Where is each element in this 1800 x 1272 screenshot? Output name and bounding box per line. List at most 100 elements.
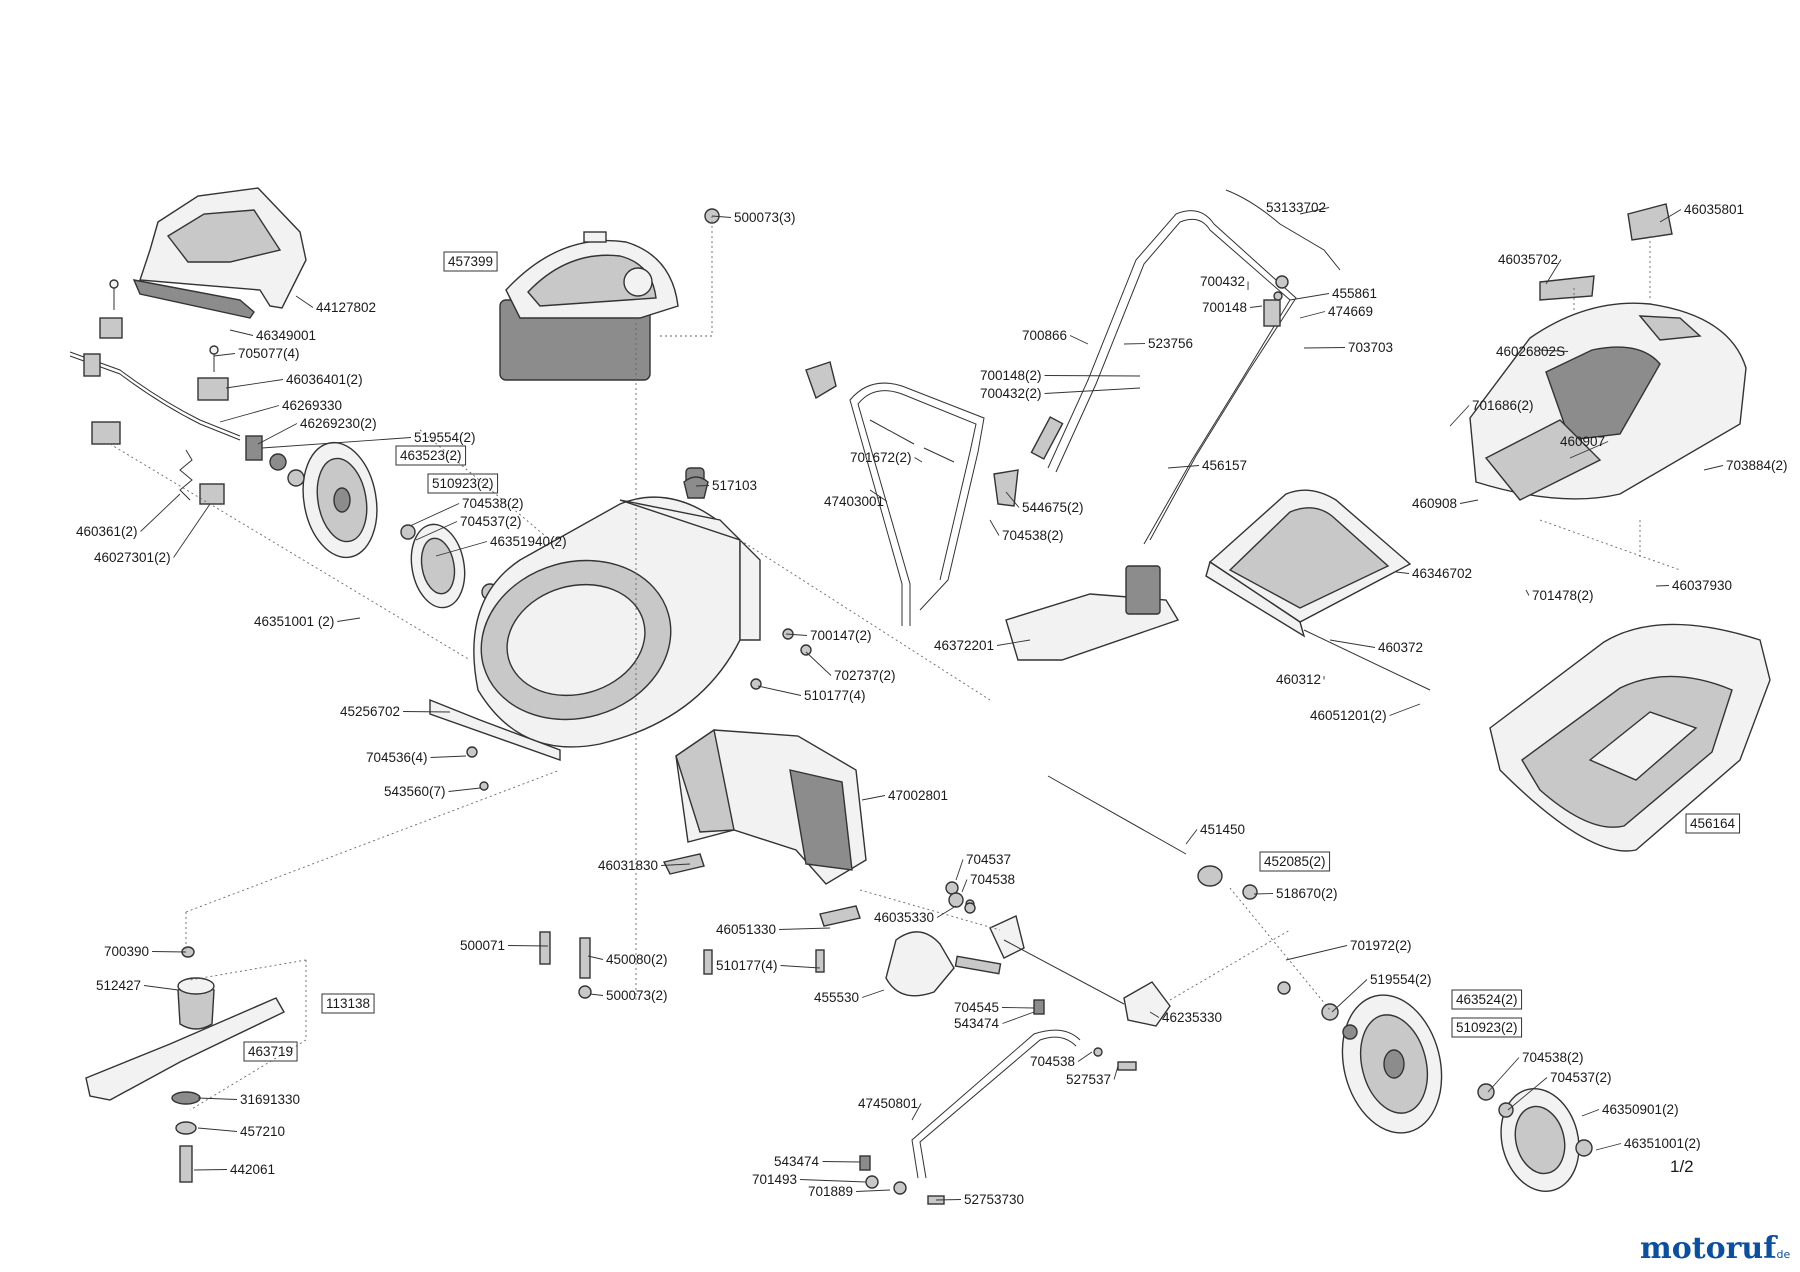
part-label: 46351940(2) [435,534,567,557]
part-number: 704538(2) [462,496,524,511]
part-number: 510177(4) [804,688,866,703]
leader-line [144,985,179,991]
part-label: 53133702 [1266,200,1330,215]
part-label: 705077(4) [213,346,300,361]
part-number: 47002801 [888,788,948,803]
leader-line [1077,1051,1093,1062]
leader-line [508,945,549,947]
part-number: 704538(2) [1522,1050,1584,1065]
leader-line [805,651,832,676]
part-label: 700148 [1202,300,1263,315]
part-label: 460908 [1412,496,1479,511]
part-number: 460361(2) [76,524,138,539]
mulch-chute-drawing [1005,565,1180,661]
part-label: 46036401(2) [225,372,363,389]
part-label: 46051201(2) [1310,703,1421,723]
leader-line [1545,259,1562,285]
front-left-wheel-drawing [269,441,499,609]
leader-line [587,955,604,960]
part-number: 701889 [808,1184,853,1199]
leader-line [1185,829,1198,845]
rear-cover-drawing [132,187,307,319]
part-label: 519554(2) [261,430,476,449]
motoruf-logo: motoruf .de [1640,1231,1790,1266]
part-number: 52753730 [964,1192,1024,1207]
leader-line [261,437,412,449]
leader-line [1002,1011,1035,1024]
part-label: 442061 [193,1162,275,1177]
part-label: 519554(2) [1331,972,1432,1013]
part-number: 46349001 [256,328,316,343]
leader-line [1507,1077,1548,1111]
leader-line [197,1097,238,1100]
part-label: 450080(2) [587,952,668,967]
leader-line [1329,639,1376,648]
logo-text: motoruf [1640,1231,1778,1266]
rear-axle-drawing [1047,775,1258,900]
leader-line [1581,1109,1600,1117]
leader-line [257,423,298,445]
leader-line [1044,387,1141,394]
leader-line [1002,1007,1035,1009]
leader-line [935,1199,962,1201]
part-label: 700390 [104,944,187,959]
leader-line [711,215,732,218]
leader-line [152,951,187,953]
part-number: 46351001(2) [1624,1136,1701,1151]
blade-assembly-drawing [85,946,285,1183]
leader-line [448,787,481,792]
part-number: 31691330 [240,1092,300,1107]
part-label: 46027301(2) [94,503,211,565]
deck-drawing [429,467,761,761]
part-number: 519554(2) [1370,972,1432,987]
part-label: 46269330 [219,398,342,423]
part-label: 500071 [460,938,549,953]
part-label: 700432(2) [980,386,1141,401]
leader-line [661,863,691,866]
part-label: 46269230(2) [257,416,377,445]
height-adjuster-drawing [859,881,1171,1205]
part-label: 463719 [243,1041,298,1062]
part-label: 704538 [961,872,1015,893]
leader-line [1459,499,1479,504]
upper-handle-drawing [1030,189,1341,545]
engine-drawing [499,231,679,381]
part-label: 704538 [1030,1051,1093,1069]
part-number: 703703 [1348,340,1393,355]
part-number: 456164 [1690,816,1736,831]
part-label: 46031830 [598,858,691,873]
leader-line [1569,441,1609,459]
part-number: 460907 [1560,434,1605,449]
part-number: 46051201(2) [1310,708,1387,723]
part-number: 46035330 [874,910,934,925]
leader-line [430,755,467,758]
part-label: 455861 [1289,286,1377,301]
leader-line [1331,979,1368,1013]
part-number: 704538 [1030,1054,1075,1069]
part-label: 46051330 [716,922,831,937]
part-label: 456157 [1167,458,1247,473]
part-number-box [321,993,375,1014]
leader-line [1389,703,1421,716]
part-number: 700148(2) [980,368,1042,383]
leader-line [1289,293,1330,301]
part-number: 460372 [1378,640,1423,655]
leader-line [415,521,458,541]
part-number: 704538(2) [1002,528,1064,543]
part-label: 510923(2) [427,473,499,494]
leader-line [1655,585,1670,587]
part-label: 527537 [1066,1065,1119,1087]
part-label: 46026802S [1496,344,1569,359]
leader-line [1044,375,1141,377]
part-number: 700147(2) [810,628,872,643]
part-number: 46350901(2) [1602,1102,1679,1117]
part-number: 455530 [814,990,859,1005]
leader-line [861,989,885,998]
part-label: 704537(2) [415,514,522,541]
part-label: 510177(4) [716,958,821,973]
part-number: 46372201 [934,638,994,653]
part-label: 704545 [954,1000,1035,1015]
part-number: 463523(2) [400,448,462,463]
part-number-box [443,251,498,272]
part-number-box [1685,813,1741,834]
